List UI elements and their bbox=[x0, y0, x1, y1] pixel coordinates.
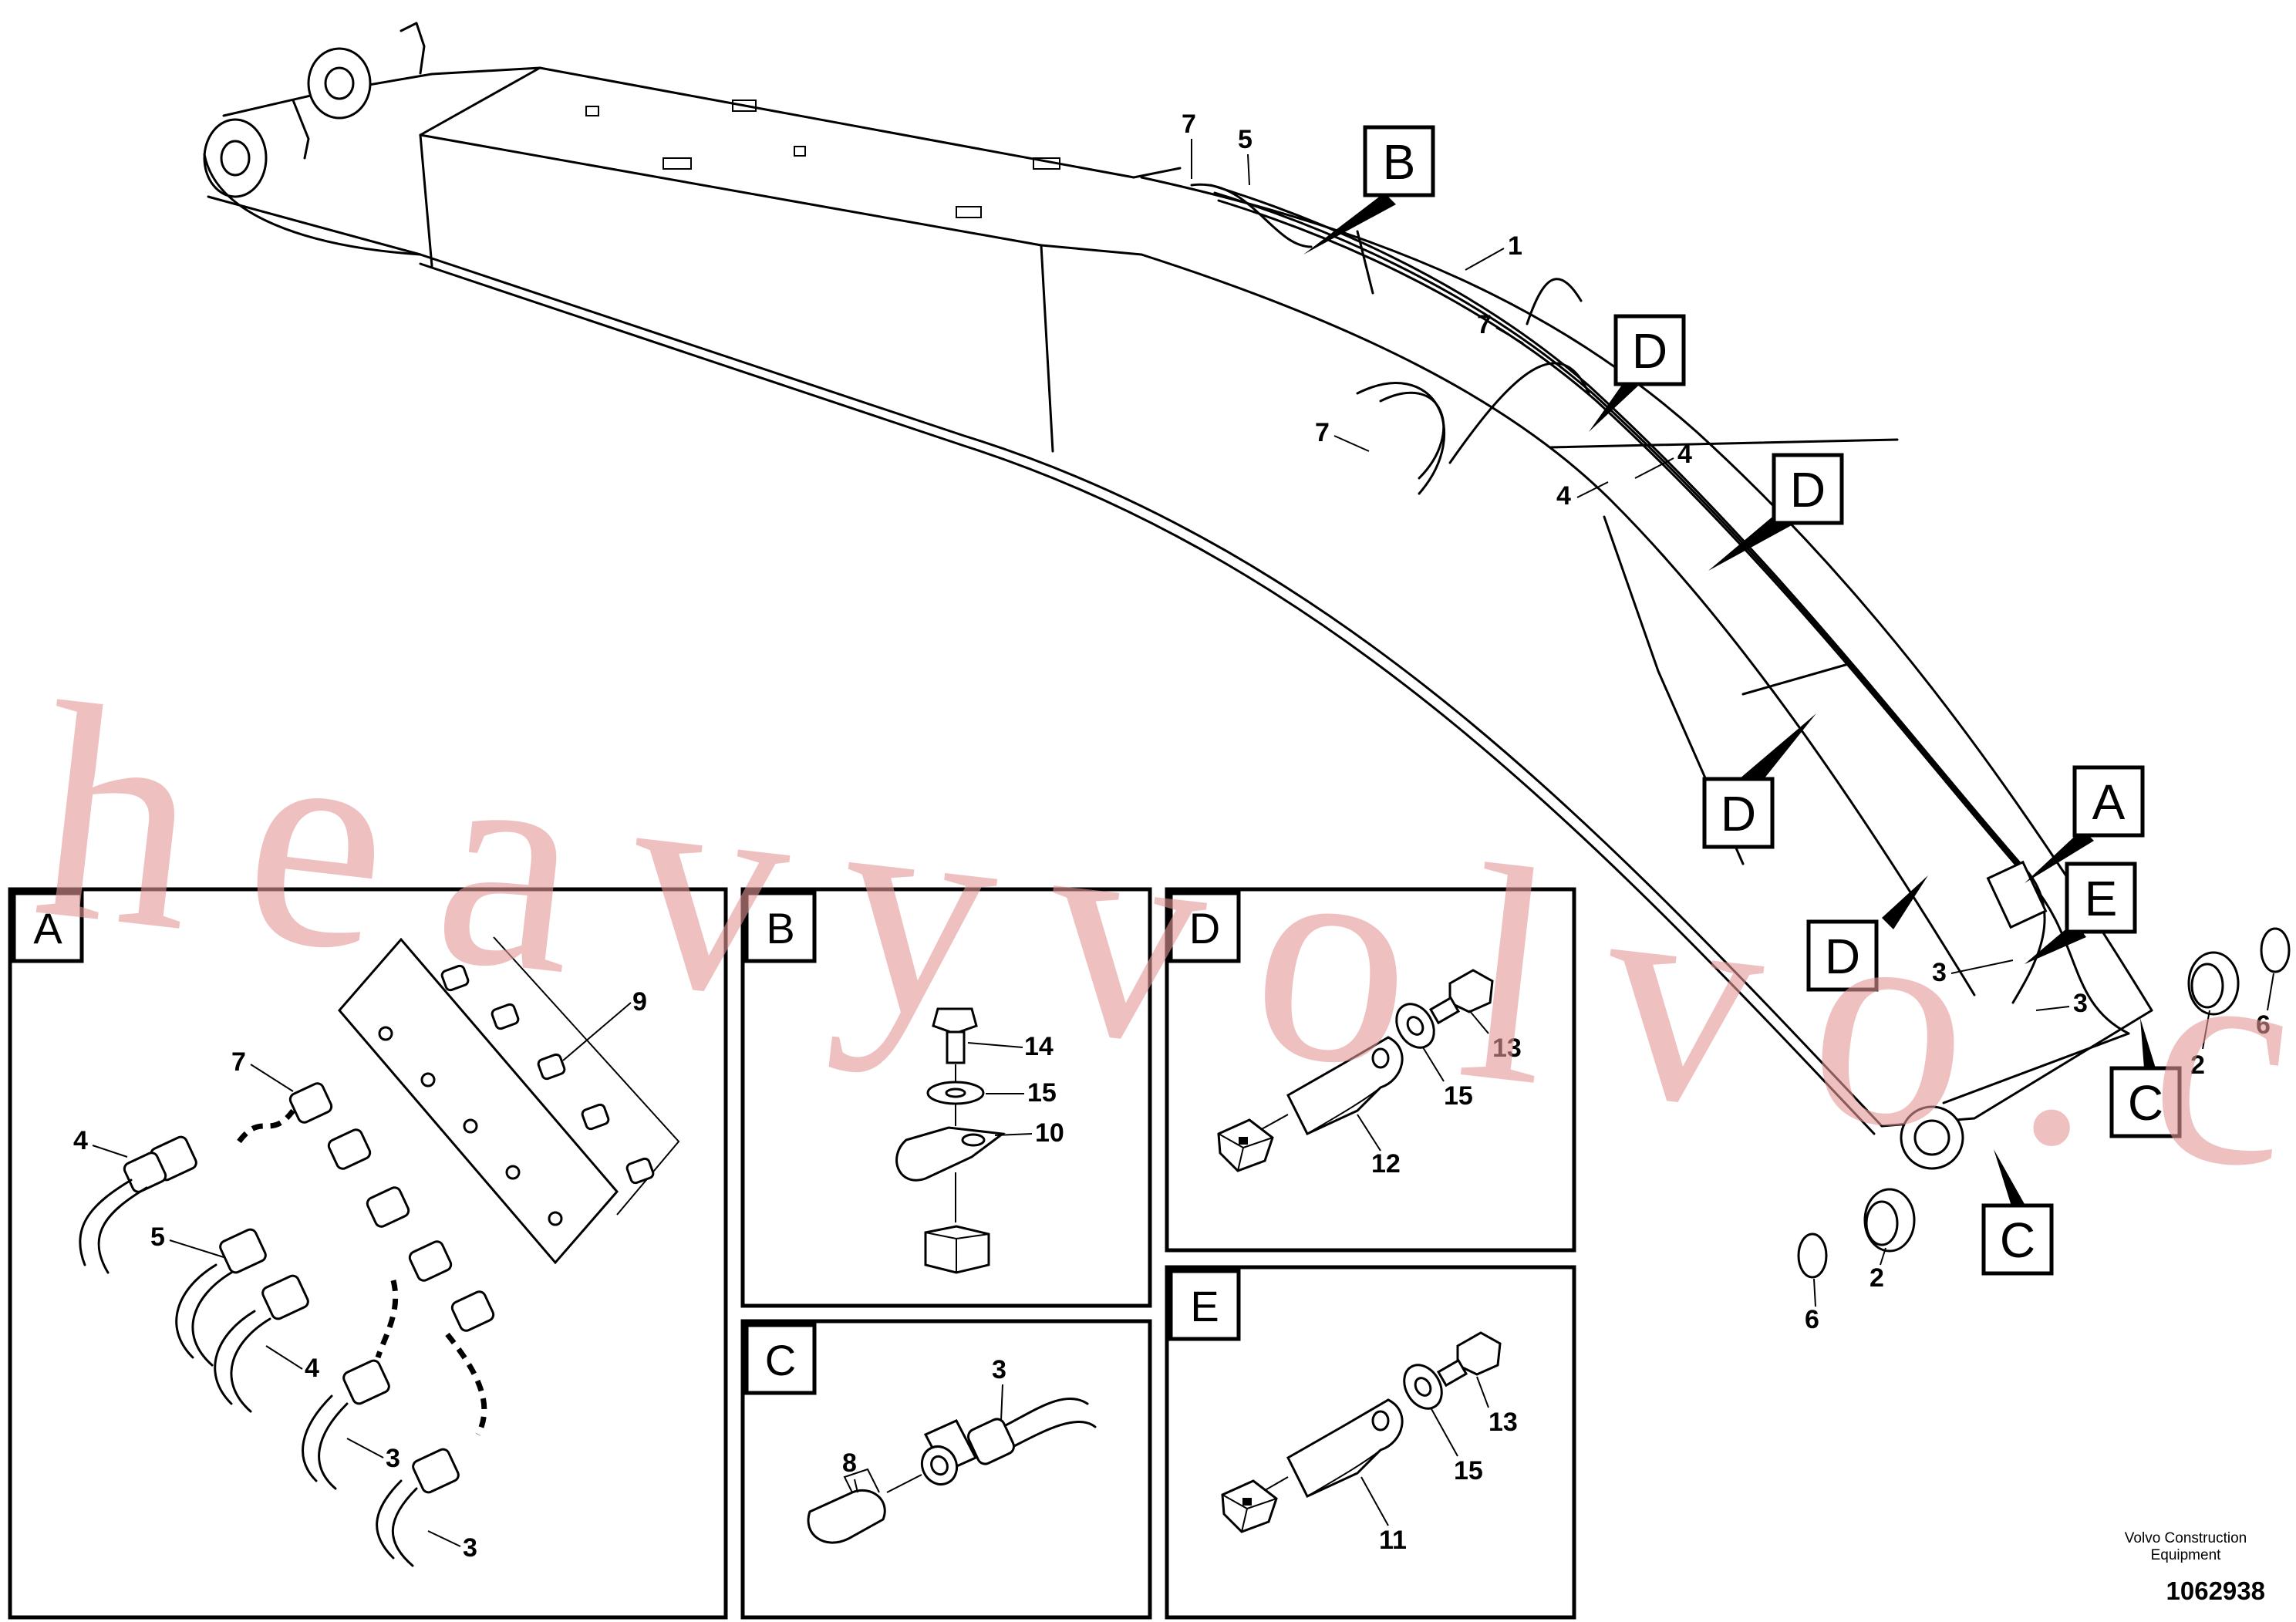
detail-panel-B: B 14 15 10 bbox=[740, 887, 1152, 1308]
part-number: 3 bbox=[463, 1533, 477, 1563]
part-number: 2 bbox=[2190, 1050, 2205, 1080]
part-number: 7 bbox=[1315, 418, 1330, 447]
pivot-hardware bbox=[1797, 927, 2291, 1279]
part-number: 15 bbox=[1444, 1081, 1473, 1111]
callout-box-B[interactable]: B bbox=[1303, 125, 1435, 255]
panel-label: D bbox=[1189, 904, 1220, 953]
fitting-row-upper bbox=[440, 964, 655, 1185]
main-part-numbers: 7 5 1 7 7 4 4 3 3 2 6 2 6 bbox=[1182, 110, 2274, 1334]
callout-letter: D bbox=[1632, 323, 1667, 379]
part-number: 2 bbox=[1870, 1263, 1884, 1293]
hose-fittings bbox=[79, 1082, 495, 1567]
callout-box-D[interactable]: D bbox=[1806, 875, 1928, 992]
part-number: 9 bbox=[632, 987, 647, 1017]
callout-letter: E bbox=[2085, 871, 2118, 926]
part-number: 4 bbox=[73, 1126, 88, 1155]
part-number: 4 bbox=[305, 1354, 319, 1383]
callout-letter: C bbox=[2128, 1075, 2163, 1131]
panel-label: C bbox=[765, 1336, 796, 1384]
callout-letter: B bbox=[1383, 134, 1416, 190]
callout-letter: D bbox=[1825, 929, 1860, 984]
part-number: 6 bbox=[1805, 1305, 1819, 1334]
callout-box-E[interactable]: E bbox=[2025, 862, 2137, 964]
part-number: 13 bbox=[1489, 1408, 1518, 1437]
callout-box-C[interactable]: C bbox=[1981, 1149, 2054, 1276]
detail-panel-E: E 13 15 11 bbox=[1165, 1265, 1576, 1620]
callout-box-D[interactable]: D bbox=[1589, 314, 1686, 432]
detail-panel-C: C 3 8 bbox=[740, 1319, 1152, 1620]
part-number: 3 bbox=[1932, 958, 1947, 987]
part-number: 5 bbox=[1238, 125, 1253, 154]
part-number: 3 bbox=[2073, 989, 2088, 1018]
part-number: 4 bbox=[1556, 481, 1571, 511]
callout-letter: D bbox=[1721, 786, 1756, 841]
part-number: 15 bbox=[1454, 1456, 1483, 1485]
part-number: 14 bbox=[1024, 1032, 1054, 1061]
callout-box-D[interactable]: D bbox=[1702, 713, 1816, 849]
part-number: 3 bbox=[992, 1355, 1006, 1384]
main-callouts: B D D D D A E bbox=[1303, 125, 2182, 1276]
callout-letter: C bbox=[2000, 1212, 2035, 1268]
detail-panel-A: A bbox=[8, 887, 728, 1620]
part-number: 10 bbox=[1035, 1118, 1064, 1148]
panel-label: E bbox=[1190, 1282, 1219, 1330]
part-number: 7 bbox=[1182, 110, 1196, 139]
part-number: 3 bbox=[386, 1444, 400, 1473]
part-number: 6 bbox=[2256, 1010, 2271, 1040]
part-number: 5 bbox=[150, 1222, 165, 1252]
part-number: 12 bbox=[1371, 1149, 1401, 1179]
part-number: 7 bbox=[231, 1047, 246, 1077]
boom-assembly bbox=[203, 22, 2153, 1170]
brand-line-2: Equipment bbox=[2150, 1547, 2221, 1563]
callout-letter: D bbox=[1790, 462, 1826, 518]
detail-panel-D: D 13 15 12 bbox=[1165, 887, 1576, 1253]
callout-box-A[interactable]: A bbox=[2025, 765, 2145, 883]
panel-label: B bbox=[766, 904, 794, 953]
part-number: 13 bbox=[1492, 1034, 1522, 1063]
brand-label: Volvo Construction Equipment bbox=[2097, 1530, 2274, 1564]
callout-letter: A bbox=[2092, 774, 2126, 830]
part-number: 11 bbox=[1379, 1526, 1407, 1555]
part-number: 7 bbox=[1477, 310, 1492, 339]
callout-box-D[interactable]: D bbox=[1708, 453, 1844, 571]
part-number: 8 bbox=[842, 1448, 857, 1478]
document-number: 1062938 bbox=[2166, 1576, 2265, 1605]
part-number: 4 bbox=[1677, 440, 1692, 469]
panel-label: A bbox=[33, 904, 62, 953]
part-number: 15 bbox=[1027, 1078, 1057, 1108]
part-number: 1 bbox=[1508, 231, 1522, 261]
brand-line-1: Volvo Construction bbox=[2124, 1530, 2247, 1546]
callout-box-C[interactable]: C bbox=[2109, 1018, 2182, 1138]
